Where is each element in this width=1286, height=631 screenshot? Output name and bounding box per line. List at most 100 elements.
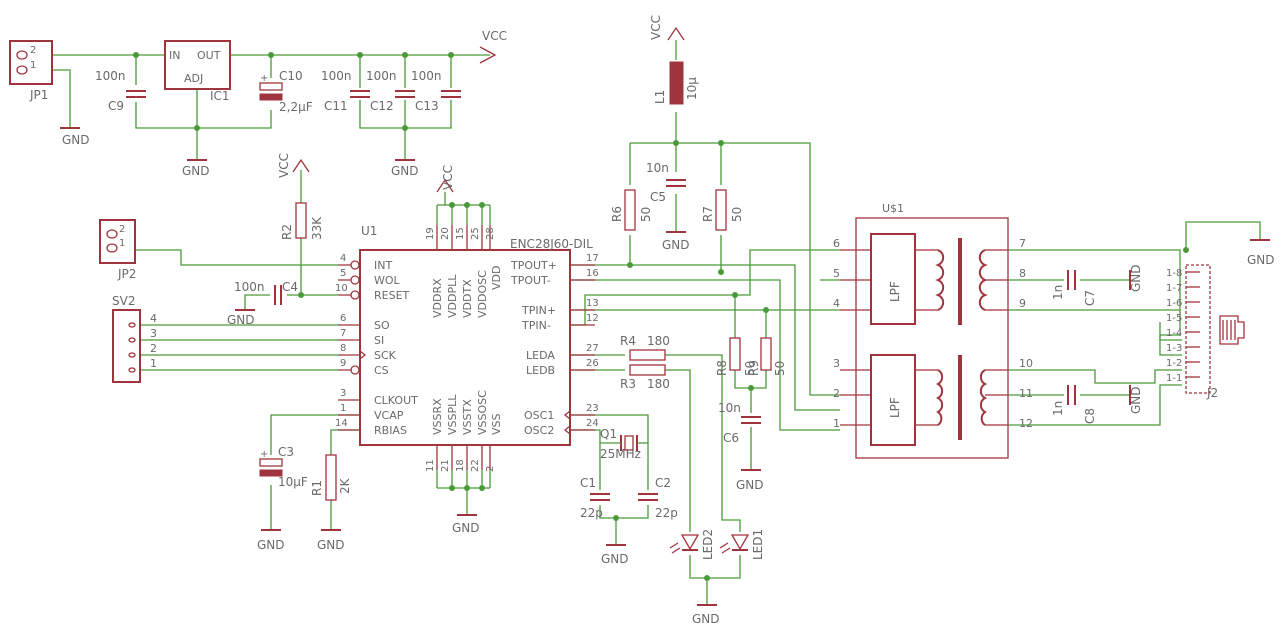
r8-name: R8: [715, 360, 729, 376]
gnd-label: GND: [1129, 386, 1143, 414]
c2-name: C2: [655, 476, 671, 490]
q1-value: 25MHz: [600, 447, 641, 461]
j2-pin: 1-7: [1166, 283, 1182, 294]
resistor-r9: R9 50: [747, 337, 787, 376]
u1-pin-num: 17: [586, 253, 599, 264]
jp2-pin-1: 1: [119, 238, 125, 249]
us1-pin-num: 12: [1019, 417, 1033, 430]
gnd-label: GND: [227, 313, 255, 327]
jp1-pin-2: 2: [30, 45, 36, 56]
r2-name: R2: [280, 224, 294, 240]
u1-pin-label: VDDRX: [431, 278, 444, 318]
sv2-pin: 1: [150, 357, 157, 370]
capacitor-c1: C1 22p: [580, 476, 610, 520]
j2-name: J2: [1206, 386, 1218, 400]
r7-name: R7: [701, 206, 715, 222]
c8-value: 1n: [1051, 401, 1065, 416]
u1-pin-num: 24: [586, 418, 599, 429]
u1-pin-label: WOL: [374, 274, 401, 287]
u1-enc28j60: U1 ENC28J60-DIL: [335, 205, 599, 488]
led1-name: LED1: [751, 529, 765, 560]
gnd-label: GND: [452, 521, 480, 535]
u1-pin-label: VDDTX: [461, 279, 474, 318]
vcc-label: VCC: [277, 153, 291, 178]
us1-pin-num: 5: [833, 267, 840, 280]
c8-name: C8: [1083, 408, 1097, 424]
r6-value: 50: [639, 207, 653, 222]
capacitor-c6: 10n C6: [718, 401, 761, 445]
c7-value: 1n: [1051, 285, 1065, 300]
us1-pin-num: 8: [1019, 267, 1026, 280]
u1-pin-label: INT: [374, 259, 392, 272]
us1-magnetics: U$1 LPF LPF 6 5 4 3 2 1: [833, 202, 1033, 459]
u1-pin-label: TPOUT-: [510, 274, 551, 287]
u1-pin-label: VCAP: [374, 409, 404, 422]
us1-pin-num: 7: [1019, 237, 1026, 250]
sv2-pin: 4: [150, 312, 157, 325]
ic1-regulator: IN OUT ADJ IC1: [164, 40, 231, 103]
u1-pin-num: 28: [485, 227, 496, 240]
us1-pin-num: 2: [833, 387, 840, 400]
u1-pin-num: 12: [586, 313, 599, 324]
crystal-q1: Q1 25MHz: [600, 427, 648, 461]
u1-pin-num: 25: [470, 227, 481, 240]
j2-pin: 1-8: [1166, 268, 1182, 279]
u1-pin-num: 20: [440, 227, 451, 240]
r1-name: R1: [310, 480, 324, 496]
us1-pin-num: 1: [833, 417, 840, 430]
u1-pin-num: 2: [485, 466, 496, 472]
c9-name: C9: [108, 99, 124, 113]
gnd-label: GND: [1247, 253, 1275, 267]
u1-pin-label: VSS: [490, 413, 503, 435]
u1-name: U1: [361, 224, 377, 238]
c11-value: 100n: [321, 69, 352, 83]
j2-pin: 1-2: [1166, 358, 1182, 369]
c3-value: 10µF: [278, 475, 308, 489]
sv2-pin: 2: [150, 342, 157, 355]
u1-pin-label: OSC2: [524, 424, 554, 437]
gnd-label: GND: [601, 552, 629, 566]
resistor-r8: R8 50: [715, 337, 757, 376]
capacitor-c11: 100n C11: [321, 69, 370, 113]
u1-pin-num: 19: [425, 227, 436, 240]
r3-name: R3: [620, 377, 636, 391]
u1-pin-num: 4: [340, 253, 346, 264]
gnd-label: GND: [736, 478, 764, 492]
power-symbols: VCC VCC VCC VCC GND GND GND GND GND GND …: [60, 15, 1275, 626]
resistor-r1: R1 2K: [310, 454, 352, 501]
us1-pin-num: 3: [833, 357, 840, 370]
c13-name: C13: [415, 99, 439, 113]
c3-plus: +: [260, 449, 268, 460]
jp2-header: 2 1 JP2: [99, 219, 136, 281]
ic1-adj-pin: ADJ: [184, 72, 203, 85]
jp2-pin-2: 2: [119, 224, 125, 235]
u1-pin-num: 1: [340, 403, 346, 414]
c9-value: 100n: [95, 69, 126, 83]
u1-pin-num: 6: [340, 313, 346, 324]
u1-pin-label: VDDOSC: [476, 270, 489, 318]
u1-pin-num: 15: [455, 227, 466, 240]
lpf-label: LPF: [888, 281, 902, 302]
c2-value: 22p: [655, 506, 678, 520]
u1-pin-num: 27: [586, 343, 599, 354]
jp2-name: JP2: [117, 267, 136, 281]
u1-pin-num: 26: [586, 358, 599, 369]
us1-name: U$1: [882, 202, 904, 215]
r7-value: 50: [730, 207, 744, 222]
gnd-label: GND: [62, 133, 90, 147]
l1-name: L1: [653, 90, 667, 104]
sv2-pin: 3: [150, 327, 157, 340]
us1-pin-num: 9: [1019, 297, 1026, 310]
gnd-label: GND: [257, 538, 285, 552]
gnd-label: GND: [662, 238, 690, 252]
r3-value: 180: [647, 377, 670, 391]
vcc-label: VCC: [649, 15, 663, 40]
u1-pin-label: VSSPLL: [446, 394, 459, 435]
ic1-in-pin: IN: [169, 49, 180, 62]
c12-value: 100n: [366, 69, 397, 83]
us1-pin-num: 6: [833, 237, 840, 250]
resistors: R2 33K R1 2K R6 50 R7 50 R8 50 R9 50: [280, 189, 787, 501]
sv2-header: SV2 4 3 2 1: [112, 294, 157, 383]
gnd-label: GND: [317, 538, 345, 552]
u1-pin-num: 18: [455, 459, 466, 472]
